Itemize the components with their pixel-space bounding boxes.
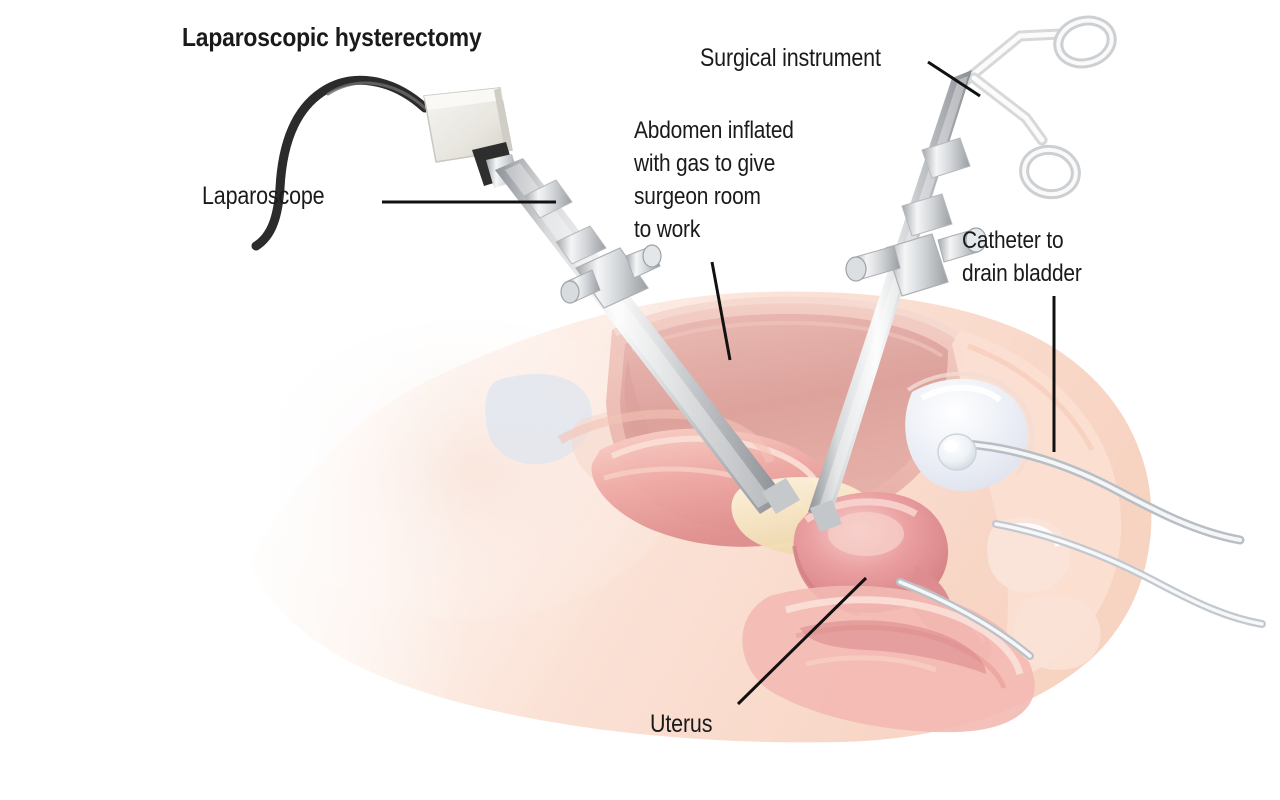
laparoscope-tip: [762, 478, 800, 514]
laparoscope: [251, 75, 800, 514]
label-abdomen-inflated: Abdomen inflated with gas to give surgeo…: [634, 114, 794, 246]
catheter-balloon: [937, 433, 977, 471]
catheter: [937, 433, 1266, 628]
uterine-manipulator: [896, 578, 1034, 660]
sacrum: [1014, 594, 1101, 670]
laparoscope-trocar-valve: [560, 244, 662, 309]
page-title: Laparoscopic hysterectomy: [182, 22, 482, 52]
anatomy-body: [0, 280, 1152, 800]
leader-abdomen: [710, 261, 732, 361]
instrument-tip: [810, 500, 842, 532]
label-catheter-line-1: Catheter to: [962, 227, 1064, 254]
surgical-instrument: [808, 15, 1117, 532]
label-laparoscope: Laparoscope: [202, 182, 325, 210]
instrument-trocar-valve: [845, 227, 987, 297]
leader-surgical-instrument: [927, 60, 981, 98]
leader-uterus: [736, 576, 868, 706]
instrument-collars: [901, 137, 971, 237]
label-surgical-instrument: Surgical instrument: [700, 44, 881, 72]
laparoscope-cable: [251, 75, 430, 251]
label-abdomen-line-2: with gas to give: [634, 150, 776, 177]
label-abdomen-line-3: surgeon room: [634, 183, 761, 210]
laparoscope-camera-head: [423, 87, 513, 163]
laparoscope-collars: [523, 179, 607, 265]
label-abdomen-line-4: to work: [634, 216, 701, 243]
bladder: [905, 371, 1034, 492]
label-uterus: Uterus: [650, 710, 713, 738]
leader-lines: [382, 60, 1056, 706]
label-abdomen-line-1: Abdomen inflated: [634, 117, 794, 144]
rectum-pelvic-floor: [742, 585, 1035, 733]
label-catheter-line-2: drain bladder: [962, 260, 1082, 287]
label-catheter: Catheter to drain bladder: [962, 224, 1082, 290]
instrument-shaft: [808, 70, 972, 520]
